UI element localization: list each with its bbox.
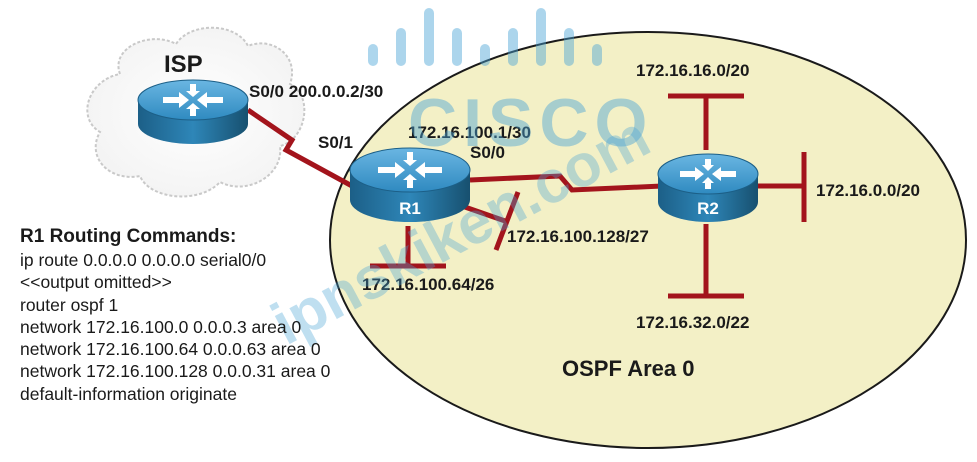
- r2-lan-32-label: 172.16.32.0/22: [636, 313, 749, 332]
- serial-link-r1-r2: [469, 173, 663, 193]
- r2-lan-16-segment: [668, 93, 744, 150]
- r2-lan-0-segment: [752, 152, 807, 222]
- command-line: <<output omitted>>: [20, 272, 172, 293]
- commands-title: R1 Routing Commands:: [20, 226, 237, 247]
- cisco-logo-watermark: [368, 8, 602, 66]
- r2-label: R2: [697, 199, 719, 218]
- r1-s00-label: S0/0: [470, 143, 505, 162]
- command-line: default-information originate: [20, 383, 237, 404]
- cisco-wordmark-watermark: CISCO: [408, 85, 653, 161]
- command-line: network 172.16.100.64 0.0.0.63 area 0: [20, 339, 321, 360]
- command-line: network 172.16.100.0 0.0.0.3 area 0: [20, 316, 302, 337]
- r1-label: R1: [399, 199, 421, 218]
- ospf-area-ellipse: [329, 31, 967, 449]
- isp-label: ISP: [164, 51, 203, 78]
- r1-s00-ip-label: 172.16.100.1/30: [408, 123, 531, 142]
- r1-lan-64-label: 172.16.100.64/26: [362, 275, 494, 294]
- r2-lan-32-segment: [668, 224, 744, 299]
- r1-routing-commands-panel: R1 Routing Commands: ip route 0.0.0.0 0.…: [20, 226, 420, 405]
- r2-router-icon[interactable]: [657, 153, 759, 222]
- r2-lan-0-label: 172.16.0.0/20: [816, 181, 920, 200]
- command-line: ip route 0.0.0.0 0.0.0.0 serial0/0: [20, 250, 267, 270]
- command-line: router ospf 1: [20, 294, 119, 315]
- r1-s01-label: S0/1: [318, 133, 353, 152]
- r1-lan-128-segment: [461, 191, 521, 251]
- r2-lan-16-label: 172.16.16.0/20: [636, 61, 749, 80]
- ospf-area-label: OSPF Area 0: [562, 356, 694, 381]
- r1-lan-64-segment: [370, 226, 446, 269]
- command-line: network 172.16.100.128 0.0.0.31 area 0: [20, 361, 331, 382]
- serial-link-isp-r1: [246, 107, 354, 189]
- isp-router-icon[interactable]: [137, 79, 249, 144]
- r1-lan-128-label: 172.16.100.128/27: [507, 227, 649, 246]
- isp-s00-interface-label: S0/0 200.0.0.2/30: [249, 82, 383, 101]
- r1-router-icon[interactable]: [349, 147, 471, 222]
